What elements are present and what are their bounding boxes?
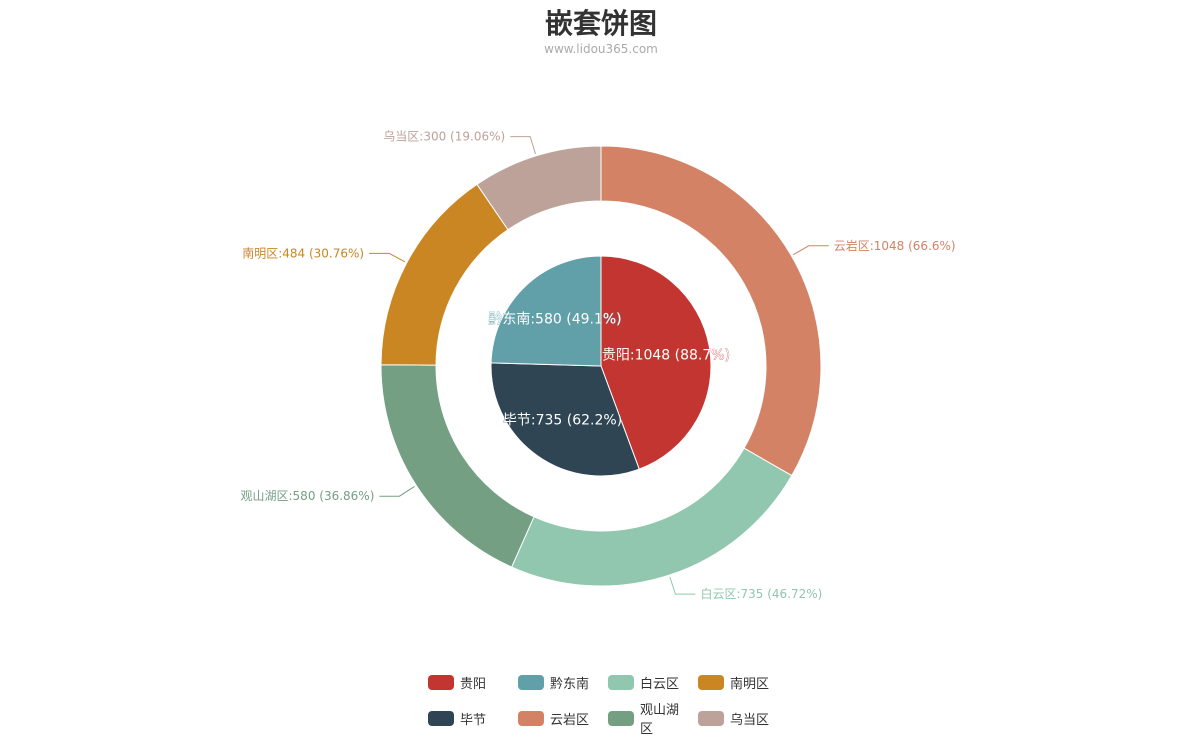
legend-label: 毕节 xyxy=(460,712,487,728)
outer-leader-line-0 xyxy=(792,245,829,256)
inner-slice-2[interactable] xyxy=(490,255,602,367)
legend-label: 黔东南 xyxy=(550,677,590,692)
legend-swatch xyxy=(698,675,724,690)
legend-item[interactable]: 云岩区 xyxy=(518,699,594,737)
outer-leader-line-3 xyxy=(369,252,406,263)
outer-slice-label-4: 乌当区:300 (19.06%) xyxy=(383,129,505,144)
outer-slice-1[interactable] xyxy=(510,447,793,587)
outer-leader-line-1 xyxy=(669,576,696,595)
legend-swatch xyxy=(518,710,544,726)
outer-labels: 云岩区:1048 (66.6%) 白云区:735 (46.72%) 观山湖区:580… xyxy=(241,129,956,601)
inner-slice-label-0: 贵阳:1048 (88.7%) xyxy=(602,347,730,363)
legend-item[interactable]: 毕节 xyxy=(428,699,504,737)
outer-slice-0[interactable] xyxy=(600,145,822,477)
legend-swatch xyxy=(518,675,544,690)
legend-label: 白云区 xyxy=(640,677,680,692)
legend-swatch xyxy=(428,710,454,726)
legend-swatch xyxy=(698,710,724,726)
legend-label: 南明区 xyxy=(730,677,770,692)
legend-item[interactable]: 南明区 xyxy=(698,673,774,692)
outer-slice-3[interactable] xyxy=(380,183,509,366)
inner-slice-label-1: 毕节:735 (62.2%) xyxy=(503,413,622,429)
outer-slice-label-1: 白云区:735 (46.72%) xyxy=(700,586,822,601)
outer-slice-label-0: 云岩区:1048 (66.6%) xyxy=(834,238,956,253)
outer-leader-line-4 xyxy=(510,136,536,155)
inner-slice-label-2: 黔东南:580 (49.1%) xyxy=(488,312,621,328)
legend-label: 云岩区 xyxy=(550,712,590,728)
outer-slice-label-3: 南明区:484 (30.76%) xyxy=(242,245,364,260)
outer-leader-line-2 xyxy=(379,486,415,497)
chart-title: 嵌套饼图 xyxy=(544,7,657,40)
legend-swatch xyxy=(608,710,634,726)
legend-label: 观山湖区 xyxy=(640,703,680,737)
legend-swatch xyxy=(608,675,634,690)
legend-row: 毕节 云岩区 观山湖区 乌当区 xyxy=(0,699,1202,737)
outer-slice-4[interactable] xyxy=(476,145,602,231)
inner-pie xyxy=(490,255,712,477)
legend-item[interactable]: 贵阳 xyxy=(428,673,504,692)
legend: 贵阳 黔东南 白云区 南明区毕节 云岩区 观山湖区 乌当区 xyxy=(0,673,1202,744)
inner-slice-0[interactable] xyxy=(600,255,712,470)
legend-item[interactable]: 黔东南 xyxy=(518,673,594,692)
legend-item[interactable]: 白云区 xyxy=(608,673,684,692)
outer-slice-label-2: 观山湖区:580 (36.86%) xyxy=(241,488,375,503)
legend-row: 贵阳 黔东南 白云区 南明区 xyxy=(0,673,1202,692)
legend-item[interactable]: 乌当区 xyxy=(698,699,774,737)
legend-label: 乌当区 xyxy=(730,712,770,728)
legend-item[interactable]: 观山湖区 xyxy=(608,699,684,737)
inner-labels: 贵阳:1048 (88.7%) 毕节:735 (62.2%) 黔东南:580 (49… xyxy=(488,311,730,429)
legend-swatch xyxy=(428,675,454,690)
legend-label: 贵阳 xyxy=(460,677,487,692)
outer-ring xyxy=(380,145,822,587)
inner-slice-1[interactable] xyxy=(490,362,640,477)
chart-subtitle: www.lidou365.com xyxy=(544,42,658,56)
